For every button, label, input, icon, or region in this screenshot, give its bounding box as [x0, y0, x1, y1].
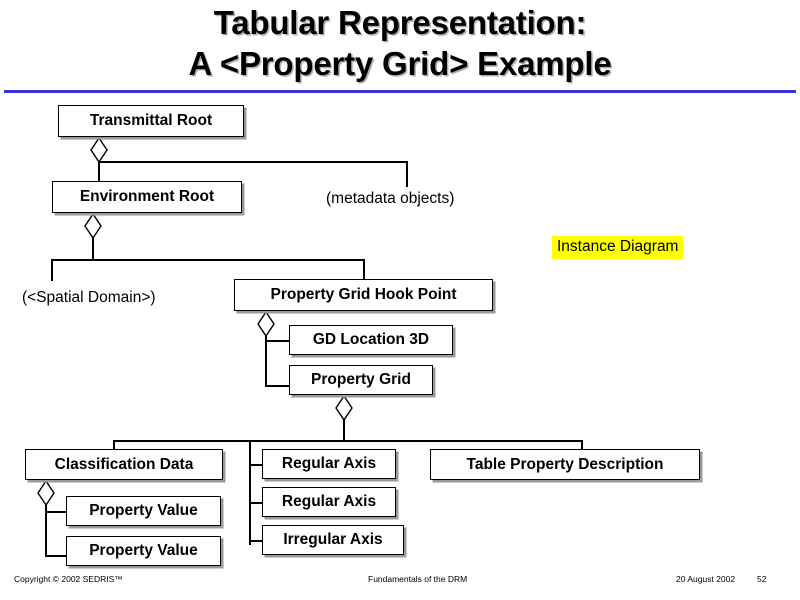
edge-transmittal-metadata-horizontal [98, 161, 408, 163]
node-gd-location-3d[interactable]: GD Location 3D [289, 325, 453, 355]
annotation-spatial-domain: (<Spatial Domain>) [22, 289, 156, 306]
node-irregular-axis[interactable]: Irregular Axis [262, 525, 404, 555]
aggregation-diamond-environment [83, 212, 103, 244]
footer-center-title: Fundamentals of the DRM [368, 574, 468, 584]
title-divider [4, 90, 796, 93]
node-regular-axis-2[interactable]: Regular Axis [262, 487, 396, 517]
footer-date: 20 August 2002 [676, 574, 736, 584]
node-label: Property Value [89, 542, 198, 559]
node-label: Transmittal Root [89, 112, 213, 129]
edge-metadata-stub [406, 161, 408, 187]
title-line-2: A <Property Grid> Example [188, 45, 612, 82]
node-environment-root[interactable]: Environment Root [52, 181, 242, 213]
node-label: Irregular Axis [283, 531, 383, 548]
footer-copyright: Copyright © 2002 SEDRIS™ [14, 574, 123, 584]
edge-trunk-to-regular-axis-1 [249, 464, 263, 466]
aggregation-diamond-transmittal [89, 136, 109, 168]
node-label: GD Location 3D [312, 331, 430, 348]
edge-classification-to-value-1 [45, 511, 67, 513]
node-table-property-description[interactable]: Table Property Description [430, 449, 700, 480]
aggregation-diamond-propertygrid [334, 394, 354, 426]
node-label: Environment Root [79, 188, 215, 205]
node-label: Regular Axis [281, 455, 377, 472]
edge-environment-to-hookpoint [363, 259, 365, 280]
edge-spatial-domain-stub [51, 259, 53, 281]
edge-transmittal-to-environment [98, 161, 100, 181]
aggregation-diamond-classification [36, 479, 56, 511]
edge-trunk-to-regular-axis-2 [249, 502, 263, 504]
aggregation-diamond-hookpoint [256, 310, 276, 342]
instance-diagram-badge: Instance Diagram [552, 236, 684, 259]
edge-environment-bus [51, 259, 364, 261]
edge-classification-trunk [45, 504, 47, 556]
node-regular-axis-1[interactable]: Regular Axis [262, 449, 396, 479]
node-property-value-1[interactable]: Property Value [66, 496, 221, 526]
edge-bus-axis-trunk [249, 440, 251, 545]
edge-hookpoint-trunk [265, 335, 267, 386]
edge-trunk-to-irregular-axis [249, 540, 263, 542]
edge-bus-to-table-description [581, 440, 583, 450]
edge-classification-to-value-2 [45, 555, 67, 557]
node-label: Classification Data [54, 455, 194, 473]
annotation-metadata-objects: (metadata objects) [326, 190, 455, 207]
edge-bottom-bus [113, 440, 583, 442]
node-property-grid[interactable]: Property Grid [289, 365, 433, 395]
footer-page-number: 52 [757, 574, 767, 584]
title-line-1: Tabular Representation: [213, 4, 587, 41]
node-property-grid-hook-point[interactable]: Property Grid Hook Point [234, 279, 493, 311]
edge-environment-trunk [92, 237, 94, 260]
edge-hookpoint-to-propertygrid [265, 385, 290, 387]
node-classification-data[interactable]: Classification Data [25, 449, 223, 480]
edge-hookpoint-to-gdlocation [265, 340, 290, 342]
node-label: Property Value [89, 502, 198, 519]
node-label: Property Grid Hook Point [270, 286, 457, 303]
node-label: Regular Axis [281, 493, 377, 510]
edge-propertygrid-trunk [343, 419, 345, 441]
node-label: Property Grid [311, 371, 411, 388]
node-label: Table Property Description [466, 455, 664, 473]
edge-bus-to-classification [113, 440, 115, 450]
node-transmittal-root[interactable]: Transmittal Root [58, 105, 244, 137]
node-property-value-2[interactable]: Property Value [66, 536, 221, 566]
page-title: Tabular Representation: A <Property Grid… [0, 2, 800, 84]
